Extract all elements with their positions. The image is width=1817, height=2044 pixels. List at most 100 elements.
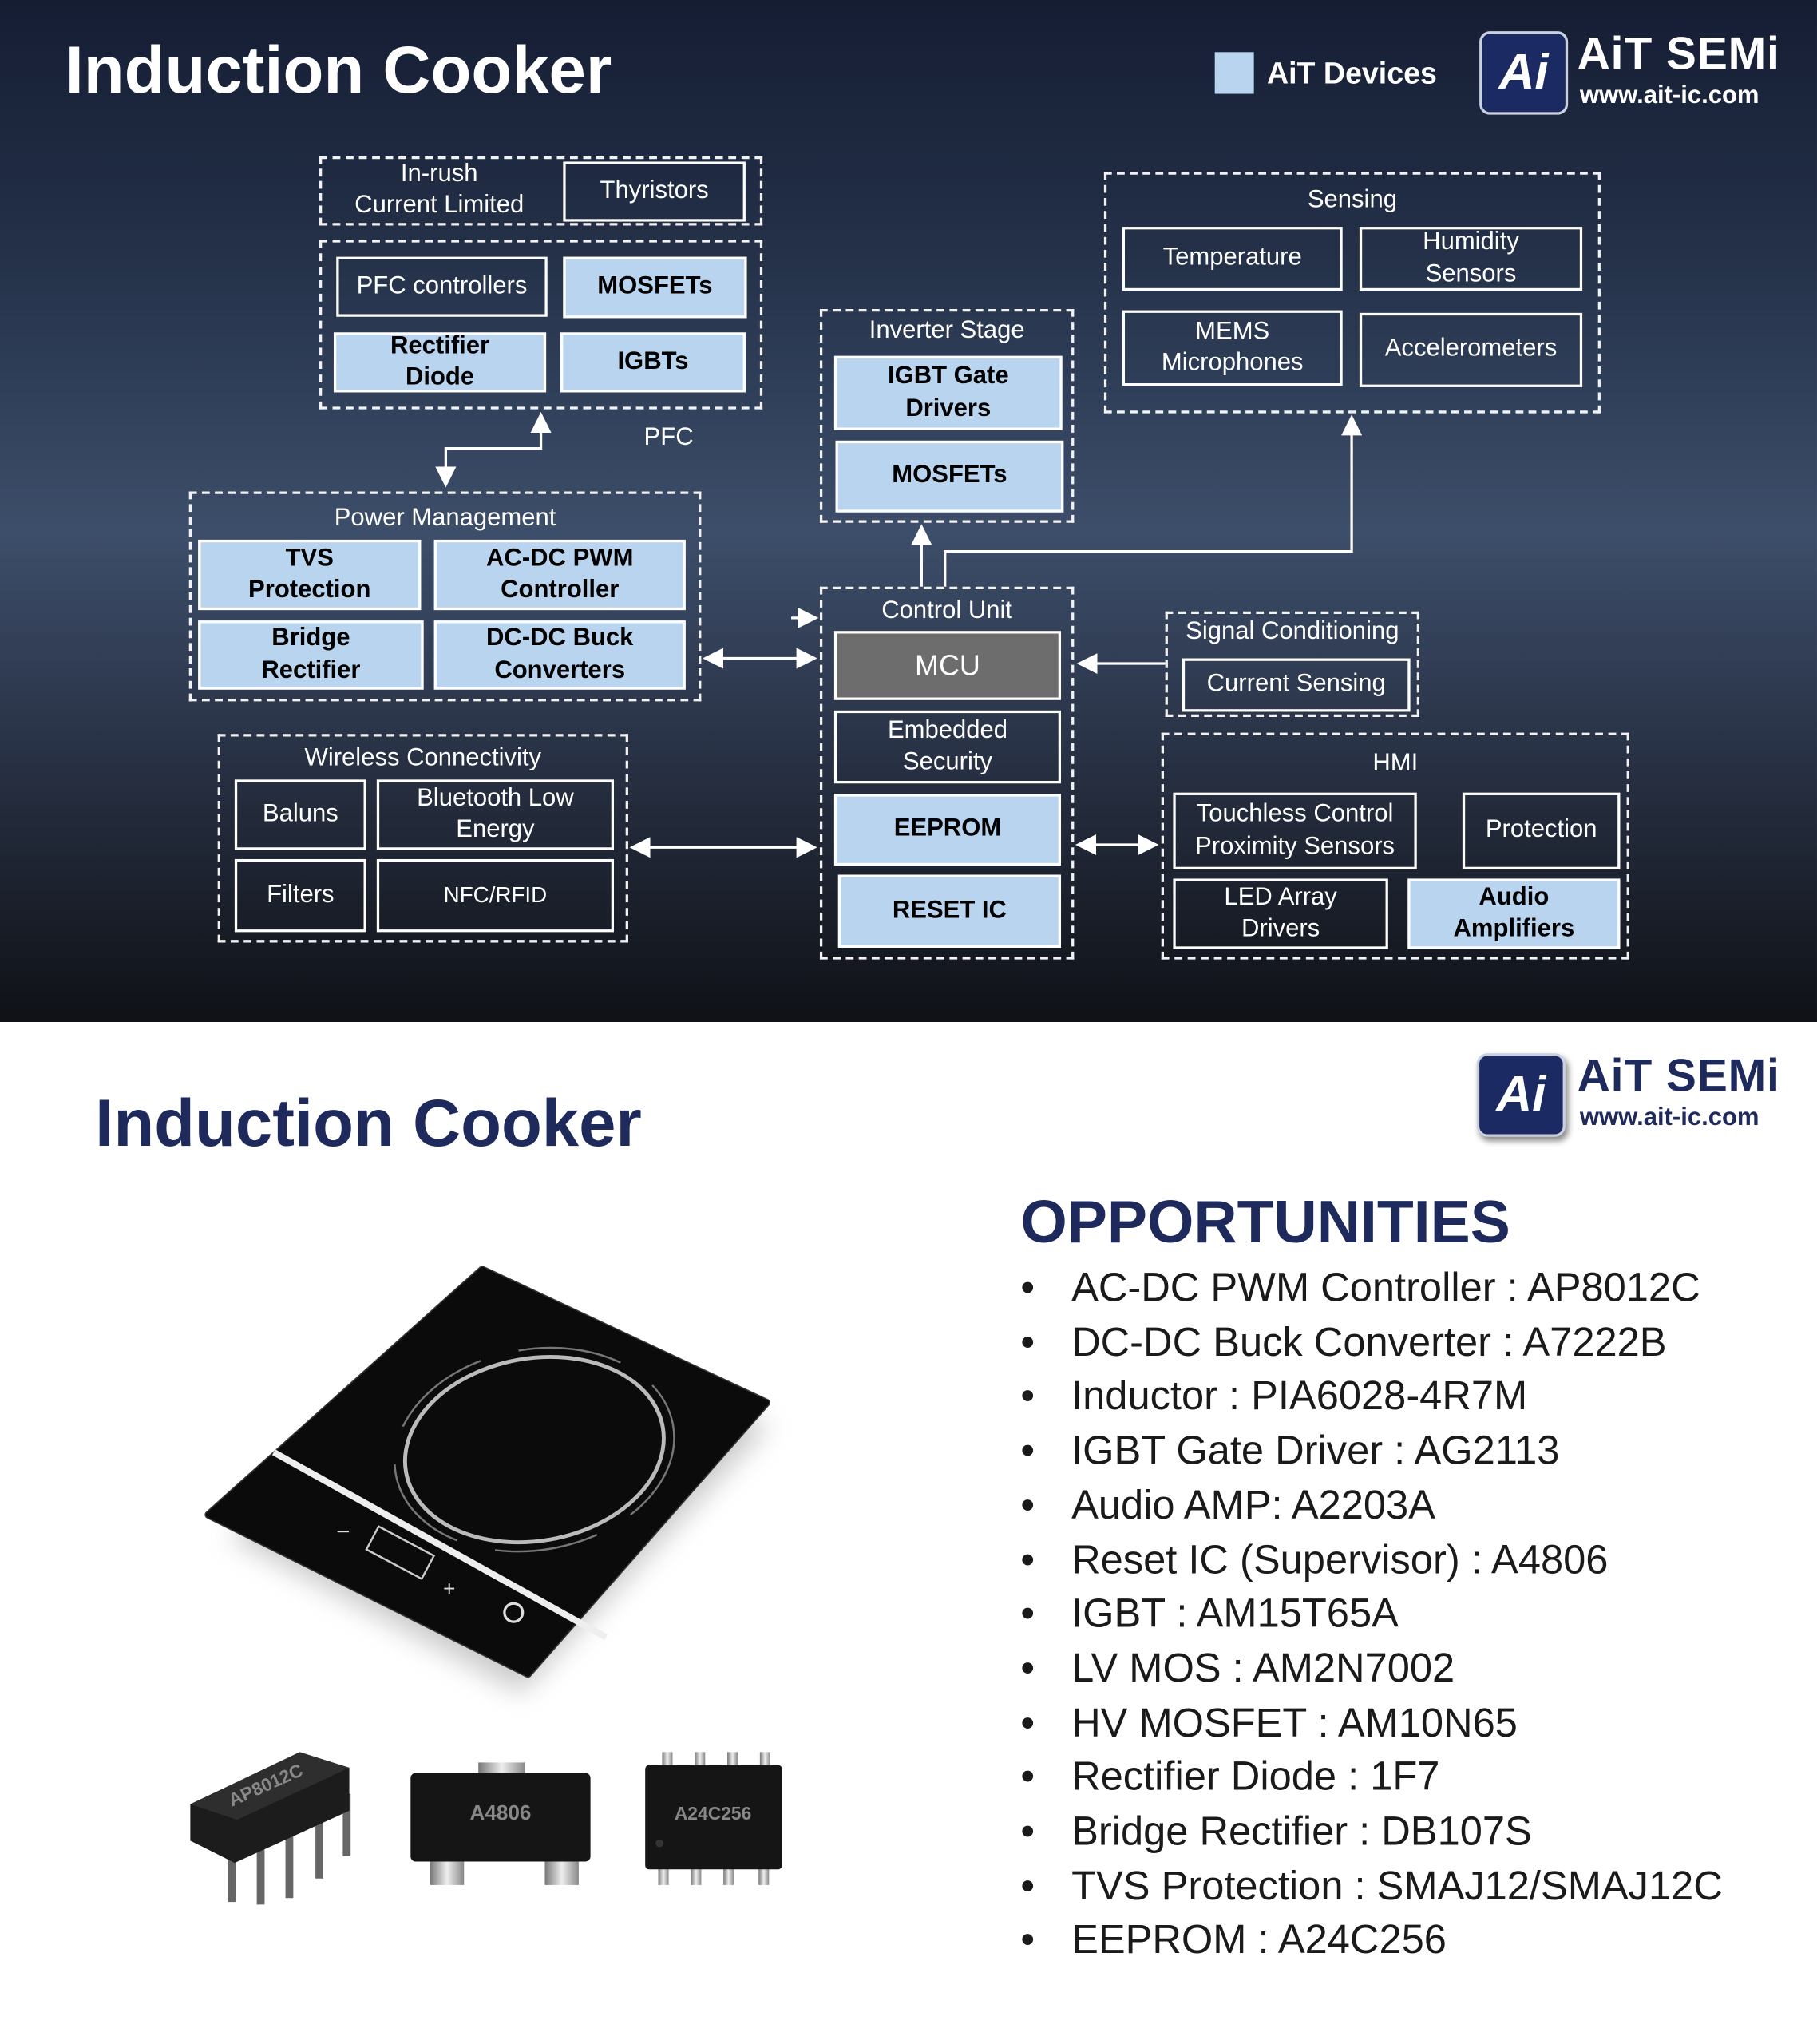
inrush-label: In-rush Current Limited — [354, 160, 525, 220]
power-management-group: Power Management — [188, 491, 702, 702]
opportunity-text: AC-DC PWM Controller : AP8012C — [1071, 1264, 1700, 1310]
bullet-icon: • — [1020, 1590, 1035, 1637]
bullet-icon: • — [1020, 1808, 1035, 1854]
opportunity-item: • Audio AMP: A2203A — [1020, 1482, 1435, 1529]
induction-cooker-image: + − — [204, 1266, 770, 1693]
bullet-icon: • — [1020, 1536, 1035, 1583]
product-panel: Induction Cooker Ai AiT SEMi www.ait-ic.… — [0, 1022, 1817, 2044]
box-current-sensing: Current Sensing — [1182, 658, 1411, 712]
opportunity-text: Bridge Rectifier : DB107S — [1071, 1808, 1532, 1854]
hmi-group: HMI — [1161, 732, 1629, 960]
bullet-icon: • — [1020, 1862, 1035, 1908]
bullet-icon: • — [1020, 1916, 1035, 1963]
box-bluetooth-le: Bluetooth Low Energy — [376, 779, 615, 850]
box-reset-ic: RESET IC — [837, 874, 1062, 948]
box-igbt-gate-drivers: IGBT Gate Drivers — [833, 355, 1063, 430]
logo-url: www.ait-ic.com — [1579, 81, 1760, 110]
box-audio-amplifiers: Audio Amplifiers — [1407, 878, 1621, 949]
box-dcdc-buck: DC-DC Buck Converters — [433, 620, 686, 690]
logo-name: AiT SEMi — [1577, 28, 1780, 80]
arrow-control-sensing — [944, 414, 1363, 587]
inrush-group — [319, 156, 763, 226]
box-mosfets-pfc: MOSFETs — [563, 256, 747, 319]
control-unit-group: Control Unit — [819, 586, 1075, 960]
box-bridge-rectifier: Bridge Rectifier — [198, 620, 424, 690]
svg-text:−: − — [336, 1519, 350, 1545]
opportunity-item: • IGBT Gate Driver : AG2113 — [1020, 1428, 1559, 1475]
pfc-label: PFC — [643, 423, 694, 451]
opportunity-item: • EEPROM : A24C256 — [1020, 1917, 1446, 1964]
ait-logo-icon: Ai — [1479, 31, 1569, 115]
logo-mark: Ai — [1496, 1067, 1546, 1122]
chip-a24c256: A24C256 — [645, 1752, 782, 1885]
box-led-array-drivers: LED Array Drivers — [1173, 878, 1388, 949]
opportunity-text: EEPROM : A24C256 — [1071, 1916, 1447, 1963]
chip-label: A24C256 — [675, 1803, 752, 1824]
bullet-icon: • — [1020, 1699, 1035, 1745]
bullet-icon: • — [1020, 1645, 1035, 1691]
opportunity-item: •Inductor : PIA6028-4R7M — [1020, 1373, 1527, 1420]
box-tvs-protection: TVS Protection — [198, 539, 422, 611]
box-acdc-pwm: AC-DC PWM Controller — [433, 539, 686, 611]
group-title: HMI — [1372, 749, 1419, 778]
box-rectifier-diode: Rectifier Diode — [333, 332, 547, 393]
group-title: Wireless Connectivity — [304, 744, 542, 772]
opportunity-text: Audio AMP: A2203A — [1071, 1482, 1435, 1528]
group-title: Control Unit — [881, 596, 1013, 625]
opportunity-text: Rectifier Diode : 1F7 — [1071, 1753, 1440, 1800]
box-mems-microphones: MEMS Microphones — [1122, 310, 1343, 386]
opportunity-text: IGBT : AM15T65A — [1071, 1590, 1399, 1637]
box-touchless-control: Touchless Control Proximity Sensors — [1173, 792, 1417, 870]
box-filters: Filters — [234, 858, 366, 933]
ait-logo-icon: Ai — [1476, 1053, 1566, 1137]
bullet-icon: • — [1020, 1753, 1035, 1800]
logo-name: AiT SEMi — [1577, 1050, 1780, 1102]
opportunity-text: DC-DC Buck Converter : A7222B — [1071, 1318, 1667, 1365]
block-diagram-panel: Induction Cooker AiT Devices Ai AiT SEMi… — [0, 0, 1817, 1023]
opportunity-item: • TVS Protection : SMAJ12/SMAJ12C — [1020, 1863, 1722, 1910]
chip-ap8012c: AP8012C — [190, 1752, 351, 1905]
pfc-group — [319, 240, 763, 410]
svg-text:+: + — [443, 1576, 455, 1600]
connector-arrows — [435, 411, 1363, 858]
opportunity-item: • Reset IC (Supervisor) : A4806 — [1020, 1536, 1608, 1583]
group-title: Inverter Stage — [869, 316, 1025, 345]
signal-conditioning-group: Signal Conditioning — [1165, 611, 1420, 717]
opportunity-text: Reset IC (Supervisor) : A4806 — [1071, 1536, 1609, 1583]
group-title: Power Management — [334, 504, 556, 533]
opportunity-text: HV MOSFET : AM10N65 — [1071, 1699, 1518, 1745]
opportunity-text: TVS Protection : SMAJ12/SMAJ12C — [1071, 1862, 1723, 1908]
legend-swatch — [1214, 52, 1254, 94]
opportunity-item: • Rectifier Diode : 1F7 — [1020, 1753, 1439, 1800]
box-pfc-controllers: PFC controllers — [336, 256, 548, 317]
opportunity-item: • HV MOSFET : AM10N65 — [1020, 1699, 1517, 1746]
wireless-connectivity-group: Wireless Connectivity — [217, 734, 628, 943]
opportunities-heading: OPPORTUNITIES — [1020, 1187, 1510, 1256]
bullet-icon: • — [1020, 1427, 1035, 1474]
inverter-stage-group: Inverter Stage — [819, 308, 1075, 523]
box-baluns: Baluns — [234, 779, 366, 850]
box-mcu: MCU — [833, 631, 1062, 700]
bullet-icon: • — [1020, 1482, 1035, 1528]
sensing-group: Sensing — [1103, 172, 1601, 414]
box-embedded-security: Embedded Security — [833, 710, 1062, 784]
opportunity-item: •AC-DC PWM Controller : AP8012C — [1020, 1265, 1700, 1312]
group-title: Signal Conditioning — [1186, 617, 1399, 646]
chip-a4806: A4806 — [410, 1762, 591, 1885]
box-temperature: Temperature — [1122, 227, 1343, 291]
product-illustration: + − AP8012C A4806 A24C256 — [190, 1266, 782, 1905]
box-thyristors: Thyristors — [563, 161, 746, 222]
bullet-icon: • — [1020, 1373, 1035, 1420]
opportunity-item: • Bridge Rectifier : DB107S — [1020, 1808, 1531, 1856]
box-igbts: IGBTs — [560, 332, 746, 393]
box-eeprom: EEPROM — [833, 794, 1062, 866]
page-title: Induction Cooker — [65, 32, 612, 107]
opportunity-text: IGBT Gate Driver : AG2113 — [1071, 1427, 1560, 1474]
box-accelerometers: Accelerometers — [1359, 312, 1583, 387]
box-nfc-rfid: NFC/RFID — [376, 858, 615, 933]
logo-mark: Ai — [1498, 45, 1549, 100]
chip-label: A4806 — [469, 1800, 531, 1824]
box-protection: Protection — [1462, 792, 1621, 870]
product-title: Induction Cooker — [95, 1086, 642, 1161]
arrow-pfc-power — [435, 411, 552, 488]
